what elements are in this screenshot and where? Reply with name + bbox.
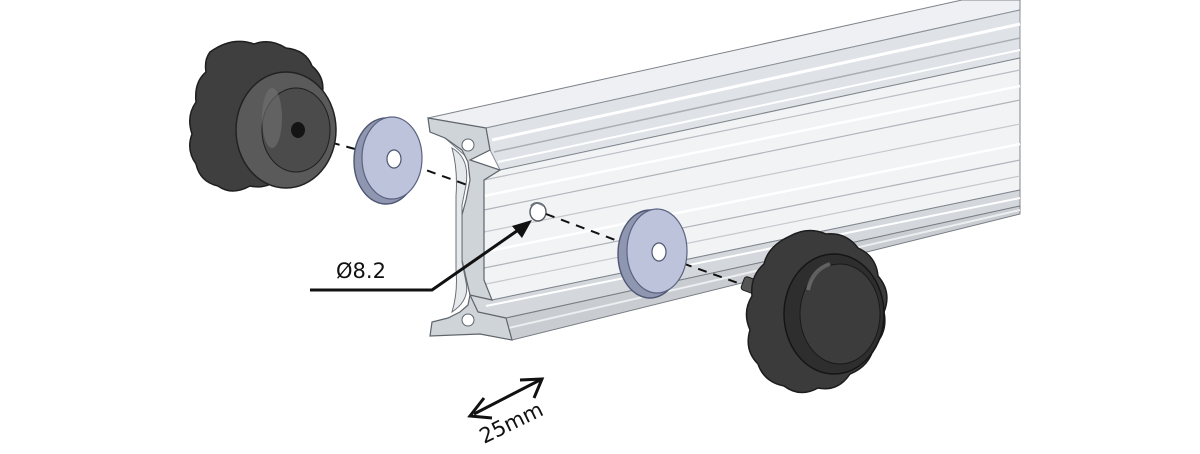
profile-groove-line — [491, 22, 1021, 142]
mounting-hole-shadow — [530, 202, 545, 207]
knob-left-bore — [291, 122, 305, 138]
profile-groove-line — [497, 49, 1021, 163]
star-knob-right — [740, 229, 888, 394]
knob-right-highlight — [806, 262, 831, 291]
profile-rib-line — [483, 142, 1021, 254]
width-dimension-arrow-left — [467, 397, 493, 420]
profile-groove-line — [493, 37, 1021, 153]
profile-end-hole-top — [461, 138, 475, 152]
profile-end-section — [427, 117, 513, 341]
width-dimension-arrow-right — [519, 377, 545, 399]
washer-right — [617, 208, 688, 299]
axis-line-center — [411, 164, 471, 187]
washer-right-hole — [651, 242, 667, 262]
width-dimension-label: 25mm — [476, 397, 547, 448]
knob-right-face — [799, 263, 881, 365]
profile-groove-line — [485, 197, 1021, 307]
diameter-callout: Ø8.2 — [310, 220, 532, 292]
diameter-leader-line — [310, 224, 525, 292]
knob-left-highlight — [262, 88, 282, 148]
profile-rib-line — [483, 123, 1021, 233]
profile-rib-line — [483, 69, 1021, 181]
profile-end-web — [451, 146, 468, 314]
profile-rib-line — [483, 84, 1021, 198]
profile-end-hole-bottom — [461, 313, 475, 327]
aluminum-profile — [427, 0, 1021, 341]
width-dimension: 25mm — [467, 377, 547, 448]
width-dimension-line — [473, 378, 541, 416]
diameter-leader-arrowhead — [512, 220, 532, 238]
profile-rib-line — [485, 175, 1021, 285]
star-knob-left — [189, 40, 337, 192]
hole-diameter-label: Ø8.2 — [336, 259, 386, 283]
washer-left-hole — [386, 149, 402, 169]
profile-rib-line — [483, 99, 1021, 211]
profile-rib-line — [483, 159, 1021, 269]
washer-left — [353, 116, 423, 205]
